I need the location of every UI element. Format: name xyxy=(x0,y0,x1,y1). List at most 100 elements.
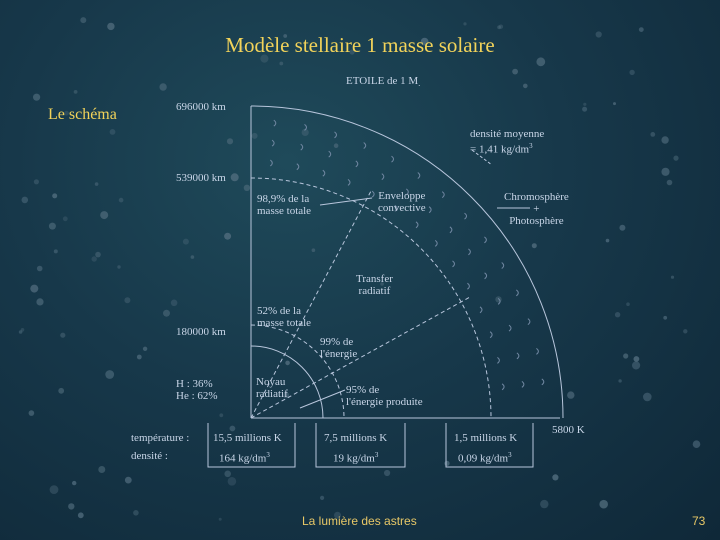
background-star xyxy=(21,328,25,332)
background-star xyxy=(124,297,130,303)
background-star xyxy=(105,370,114,379)
background-star xyxy=(34,179,39,184)
background-star xyxy=(92,256,97,261)
background-star xyxy=(72,481,76,485)
background-star xyxy=(444,461,449,466)
background-star xyxy=(661,168,669,176)
background-star xyxy=(532,243,537,248)
background-star xyxy=(606,239,610,243)
background-star xyxy=(163,310,170,317)
background-star xyxy=(37,266,43,272)
background-star xyxy=(224,471,231,478)
mean-density-label: densité moyenne = 1,41 kg/dm3 xyxy=(470,128,544,156)
background-star xyxy=(107,23,114,30)
background-star xyxy=(74,90,78,94)
background-star xyxy=(334,143,339,148)
background-star xyxy=(629,70,634,75)
background-star-field xyxy=(19,17,701,521)
background-star xyxy=(540,500,548,508)
slide-title: Modèle stellaire 1 masse solaire xyxy=(0,33,720,58)
transfer-label: Transfer radiatif xyxy=(356,273,393,297)
convection-swirl xyxy=(364,143,366,149)
row-label-density: densité : xyxy=(131,450,168,462)
composition-label: H : 36% He : 62% xyxy=(176,378,218,402)
pointer-energy95 xyxy=(300,390,345,408)
background-star xyxy=(68,503,74,509)
background-star xyxy=(219,413,223,417)
background-star xyxy=(632,361,640,369)
background-star xyxy=(54,249,58,253)
convection-swirl xyxy=(516,290,518,296)
convection-swirl xyxy=(329,151,331,157)
background-star xyxy=(95,182,99,186)
radius-label-surface: 696000 km xyxy=(176,101,226,113)
background-star xyxy=(463,22,466,25)
convection-swirl xyxy=(490,332,492,338)
convection-swirl xyxy=(468,249,470,255)
background-star xyxy=(22,197,29,204)
convection-swirl xyxy=(429,207,431,213)
background-star xyxy=(643,393,652,402)
convection-swirl xyxy=(274,120,276,126)
background-star xyxy=(615,312,620,317)
convection-swirl xyxy=(272,140,274,146)
background-star xyxy=(191,255,195,259)
background-star xyxy=(619,225,625,231)
background-star xyxy=(159,83,166,90)
background-star xyxy=(583,103,586,106)
convection-swirl xyxy=(335,132,337,138)
background-star xyxy=(227,138,233,144)
convection-swirl xyxy=(480,307,482,313)
background-star xyxy=(49,223,56,230)
background-star xyxy=(661,136,668,143)
background-star xyxy=(582,107,587,112)
convection-swirl xyxy=(465,213,467,219)
background-star xyxy=(567,391,574,398)
convection-swirl xyxy=(297,164,299,170)
convection-swirl xyxy=(356,161,358,167)
convection-swirl xyxy=(372,191,374,197)
zone-3-density: 0,09 kg/dm3 xyxy=(458,449,512,465)
convection-swirl xyxy=(392,156,394,162)
background-star xyxy=(384,470,390,476)
background-star xyxy=(512,69,518,75)
background-star xyxy=(523,84,528,89)
background-star xyxy=(599,500,608,509)
background-star xyxy=(183,239,189,245)
convection-swirl xyxy=(453,261,455,267)
slide-subtitle: Le schéma xyxy=(48,106,117,124)
convection-swirl xyxy=(542,379,544,385)
background-star xyxy=(80,17,86,23)
background-star xyxy=(29,410,35,416)
convection-swirl xyxy=(450,227,452,233)
convection-swirl xyxy=(536,348,538,354)
background-star xyxy=(137,355,142,360)
convection-swirl xyxy=(502,263,504,269)
background-star xyxy=(219,518,222,521)
background-star xyxy=(552,474,558,480)
background-star xyxy=(671,276,674,279)
row-label-temperature: température : xyxy=(131,432,189,444)
convection-swirl xyxy=(485,273,487,279)
zone-2-temperature: 7,5 millions K xyxy=(324,432,387,444)
radius-label-convective: 539000 km xyxy=(176,172,226,184)
zone-1-density: 164 kg/dm3 xyxy=(219,449,270,465)
background-star xyxy=(497,25,501,29)
background-star xyxy=(252,133,258,139)
background-star xyxy=(95,252,101,258)
convection-swirl xyxy=(509,325,511,331)
diagram-header: ETOILE de 1 M. xyxy=(346,75,420,90)
convection-swirl xyxy=(528,319,530,325)
background-star xyxy=(119,198,124,203)
background-star xyxy=(143,347,147,351)
background-star xyxy=(279,62,283,66)
convection-swirl xyxy=(467,283,469,289)
core-label: Noyau radiatif xyxy=(256,376,288,400)
background-star xyxy=(285,361,290,366)
background-star xyxy=(650,132,655,137)
pointer-mass-outer xyxy=(320,198,372,205)
background-star xyxy=(52,193,57,198)
convection-swirl xyxy=(416,222,418,228)
background-star xyxy=(244,185,250,191)
background-star xyxy=(495,296,501,302)
